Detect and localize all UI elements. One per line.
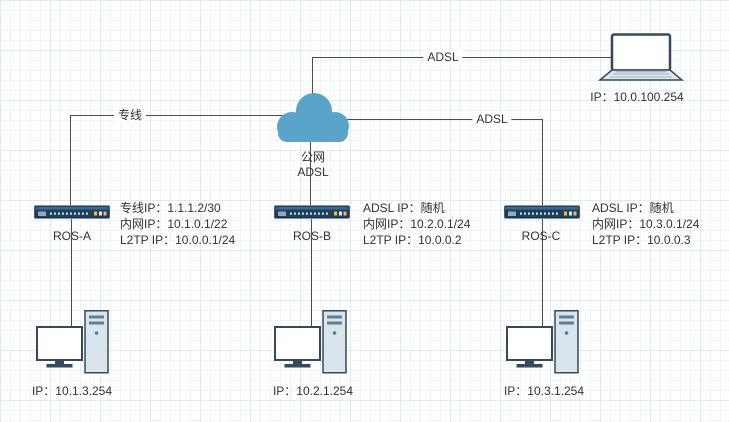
cloud-icon <box>277 93 349 142</box>
laptop-node[interactable] <box>598 33 684 83</box>
pc1-ip-label: IP：10.1.3.254 <box>31 384 113 398</box>
connector-cloud-laptop-vertical[interactable] <box>312 57 313 100</box>
router-info-line: 专线IP：1.1.1.2/30 <box>120 201 221 215</box>
connector-cloud-rosc-vertical[interactable] <box>542 119 543 205</box>
cloud-node[interactable] <box>272 88 354 148</box>
router-icon <box>504 205 580 219</box>
router-info-line: 内网IP：10.3.0.1/24 <box>592 217 700 231</box>
router-info-line: 内网IP：10.2.0.1/24 <box>363 217 471 231</box>
pc-node-2[interactable] <box>274 310 348 374</box>
cloud-label-line1: 公网 <box>300 150 326 164</box>
pc2-ip-label: IP：10.2.1.254 <box>272 384 354 398</box>
router-icon <box>34 205 110 219</box>
pc3-ip-label: IP：10.3.1.254 <box>503 384 585 398</box>
connector-rosb-pc2[interactable] <box>311 219 312 326</box>
router-name-ros-c: ROS-C <box>521 229 561 243</box>
router-info-line: L2TP IP：10.0.0.1/24 <box>120 233 236 247</box>
router-info-line: 内网IP：10.1.0.1/22 <box>120 217 228 231</box>
router-node-ros-b[interactable] <box>274 204 350 220</box>
laptop-ip-label: IP：10.0.100.254 <box>590 90 684 104</box>
router-node-ros-c[interactable] <box>504 204 580 220</box>
edge-label-adsl-laptop: ADSL <box>423 49 463 65</box>
router-info-line: L2TP IP：10.0.0.3 <box>592 233 691 247</box>
router-name-ros-b: ROS-B <box>292 229 332 243</box>
connector-cloud-rosb[interactable] <box>310 140 311 205</box>
connector-cloud-rosa-vertical[interactable] <box>70 115 71 205</box>
router-info-line: ADSL IP：随机 <box>363 201 445 215</box>
laptop-icon <box>598 33 684 81</box>
edge-label-zhuanxian: 专线 <box>113 107 147 123</box>
edge-label-adsl-rosc: ADSL <box>472 111 512 127</box>
connector-rosc-pc3[interactable] <box>542 219 543 326</box>
connector-cloud-rosc-horizontal[interactable] <box>340 119 543 120</box>
connector-rosa-pc1[interactable] <box>71 219 72 326</box>
router-info-line: ADSL IP：随机 <box>592 201 674 215</box>
pc-node-3[interactable] <box>506 310 580 374</box>
router-node-ros-a[interactable] <box>34 204 110 220</box>
pc-node-1[interactable] <box>36 310 110 374</box>
router-info-ros-b: ADSL IP：随机 内网IP：10.2.0.1/24 L2TP IP：10.0… <box>363 200 470 248</box>
desktop-pc-icon <box>506 310 579 374</box>
desktop-pc-icon <box>36 310 109 374</box>
router-info-ros-a: 专线IP：1.1.1.2/30 内网IP：10.1.0.1/22 L2TP IP… <box>120 200 235 248</box>
cloud-label-line2: ADSL <box>297 165 329 179</box>
router-icon <box>274 205 350 219</box>
desktop-pc-icon <box>274 310 347 374</box>
connector-cloud-rosa-horizontal[interactable] <box>70 115 300 116</box>
cloud-label: 公网 ADSL <box>297 150 328 180</box>
router-name-ros-a: ROS-A <box>52 229 92 243</box>
router-info-ros-c: ADSL IP：随机 内网IP：10.3.0.1/24 L2TP IP：10.0… <box>592 200 699 248</box>
router-info-line: L2TP IP：10.0.0.2 <box>363 233 462 247</box>
